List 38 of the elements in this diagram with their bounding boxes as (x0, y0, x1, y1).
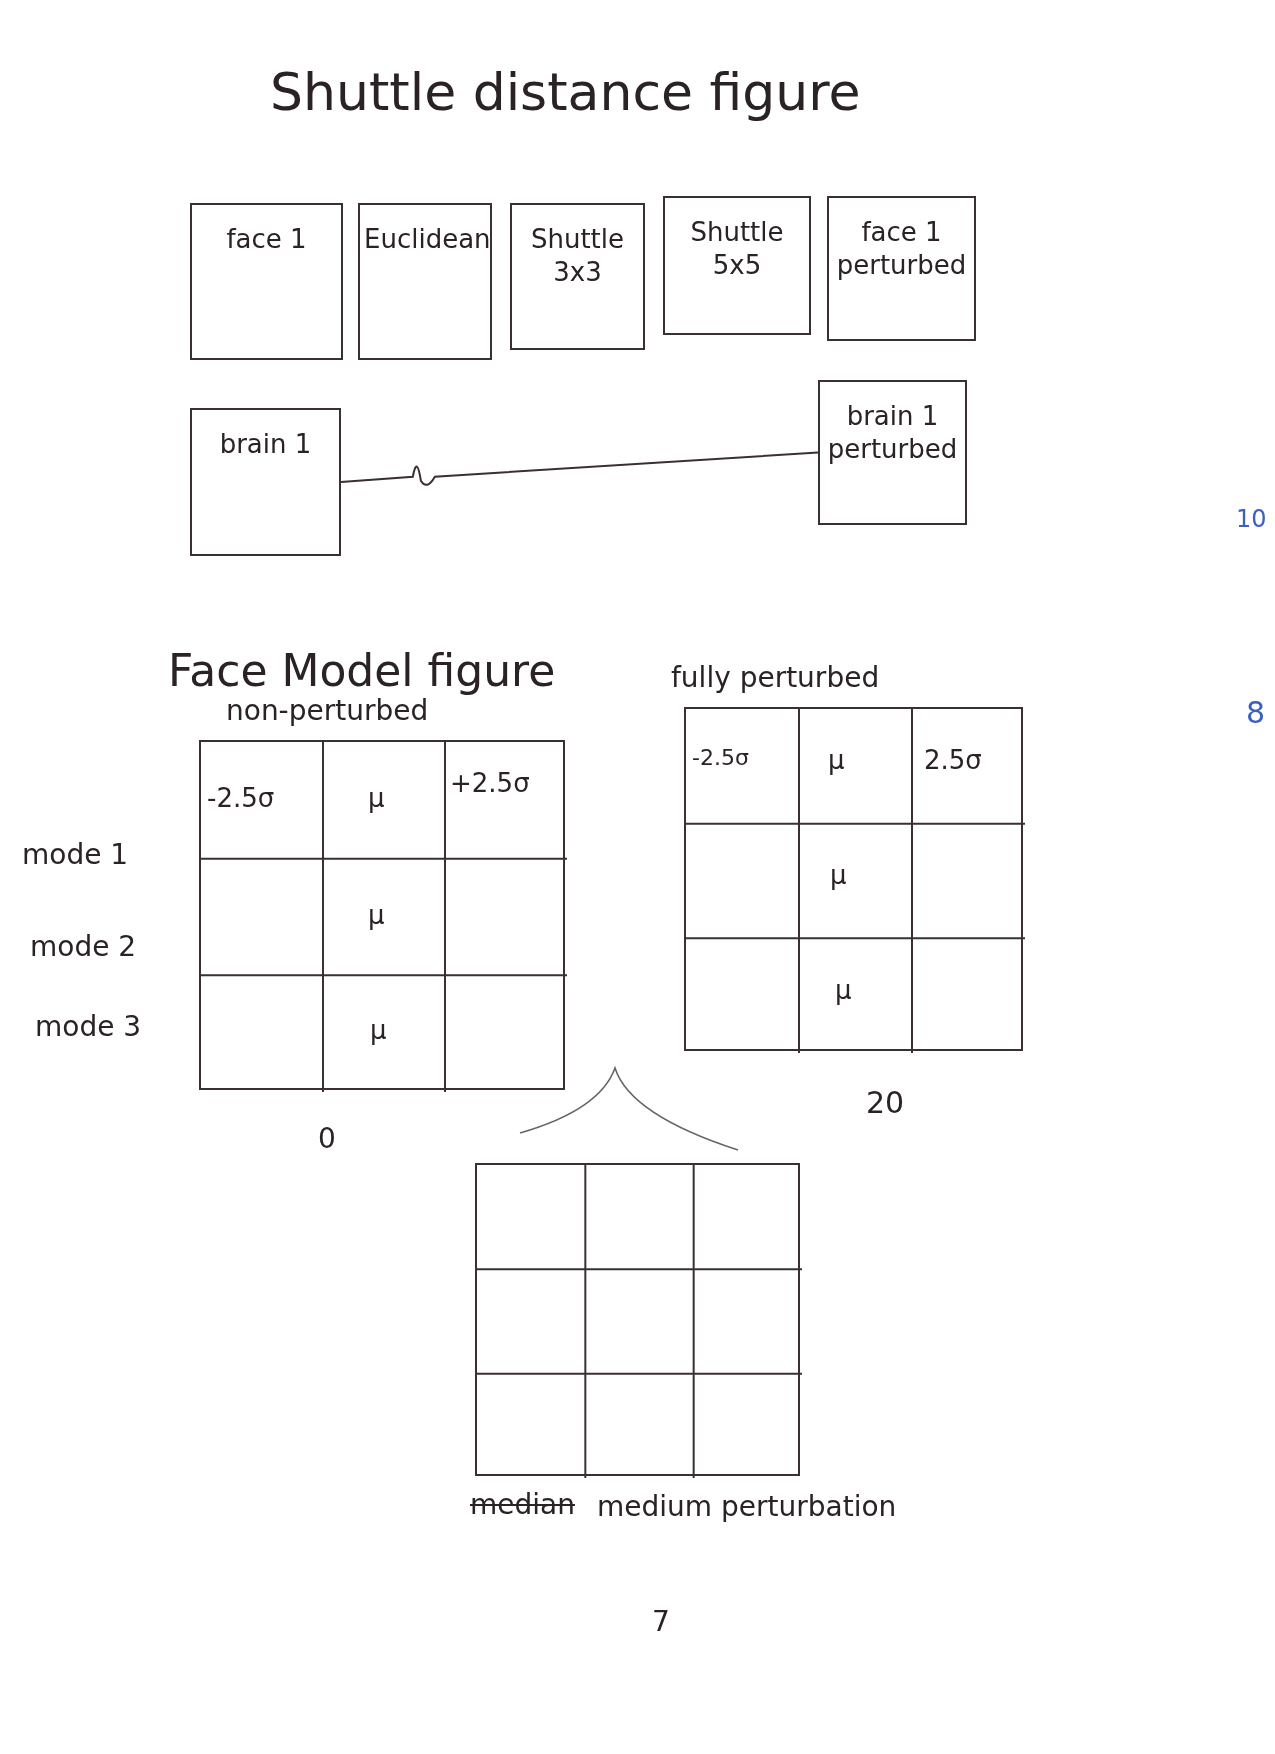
box-label: brain 1 perturbed (826, 400, 959, 465)
title: Shuttle distance figure (270, 62, 861, 122)
table-cell-text: μ (370, 1015, 387, 1045)
sketch-box (358, 203, 492, 360)
table-cell-text: μ (368, 783, 385, 813)
crossed-out-word: median (470, 1488, 575, 1521)
row-label: mode 1 (22, 838, 129, 871)
number-label: 20 (866, 1085, 905, 1120)
sketch-box (818, 380, 967, 525)
number-label: 0 (318, 1122, 336, 1155)
table-heading: medium perturbation (597, 1490, 897, 1523)
row-label: mode 2 (30, 930, 137, 963)
sketch-box (827, 196, 976, 341)
sketch-box (190, 203, 343, 360)
connector-line (340, 451, 819, 486)
table-cell-text: 2.5σ (924, 745, 982, 775)
table-heading: fully perturbed (671, 661, 880, 694)
margin-number: 8 (1246, 695, 1266, 730)
margin-number: 10 (1236, 505, 1267, 533)
row-label: mode 3 (35, 1010, 142, 1043)
sketch-box (510, 203, 645, 350)
table-cell-text: +2.5σ (450, 768, 530, 798)
table-cell-text: μ (830, 860, 847, 890)
table-cell-text: -2.5σ (692, 745, 749, 770)
box-label: Shuttle 3x3 (529, 223, 626, 288)
box-label: face 1 (225, 223, 308, 256)
box-label: brain 1 (218, 428, 313, 461)
box-label: face 1 perturbed (835, 216, 968, 281)
sketch-box (663, 196, 811, 335)
section-heading: Face Model figure (168, 645, 556, 696)
table-heading: non-perturbed (226, 694, 429, 727)
table-cell-text: μ (835, 975, 852, 1005)
page-number: 7 (652, 1605, 670, 1638)
table-cell-text: μ (828, 745, 845, 775)
sketch-box (190, 408, 341, 556)
table-cell-text: -2.5σ (207, 783, 275, 813)
table-cell-text: μ (368, 900, 385, 930)
box-label: Shuttle 5x5 (689, 216, 785, 281)
